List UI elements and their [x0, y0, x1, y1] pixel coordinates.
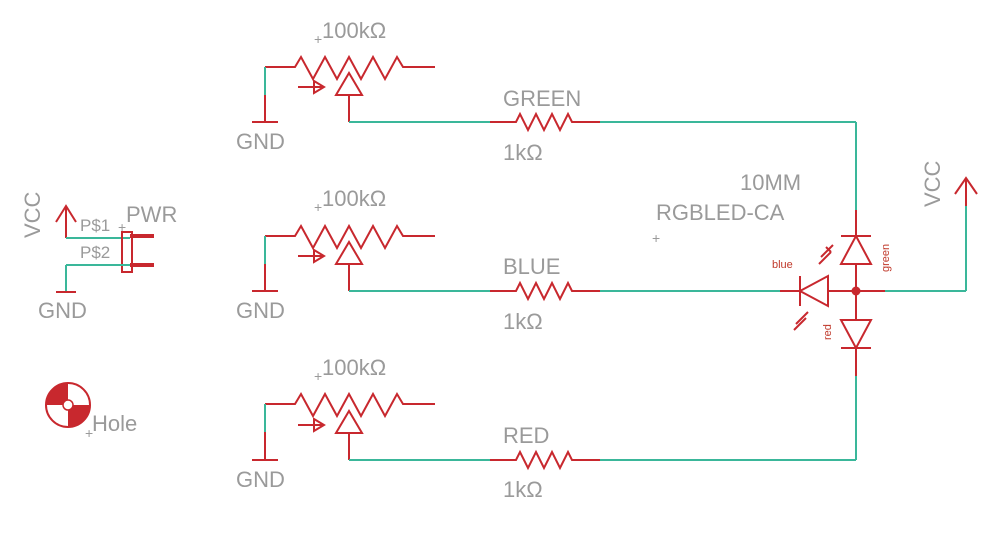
pot-red-arrow: [298, 417, 326, 433]
gnd-blue-label: GND: [236, 298, 285, 323]
pin2-label: P$2: [80, 243, 110, 262]
connector-name: PWR: [126, 202, 177, 227]
hole-label: Hole: [92, 411, 137, 436]
pot-red-value: 100kΩ: [322, 355, 386, 380]
led-red-triangle: [839, 319, 873, 351]
led-green-label: green: [880, 244, 892, 272]
pot-blue-body: [265, 223, 435, 251]
led-size-label: 10MM: [740, 170, 801, 195]
led-origin-plus: +: [652, 230, 660, 246]
vcc-right-symbol: [954, 176, 978, 206]
pin1-plus: +: [118, 219, 126, 235]
led-blue-emission-icon: [793, 311, 809, 331]
pot-blue-wiper: [334, 240, 364, 265]
hole-plus: +: [85, 425, 93, 441]
mounting-hole: + Hole: [45, 382, 137, 441]
pin1-label: P$1: [80, 216, 110, 235]
pot-green-plus: +: [314, 31, 322, 47]
led-red-label: red: [822, 324, 834, 340]
net-blue-label: BLUE: [503, 254, 560, 279]
resistor-red-value: 1kΩ: [503, 477, 543, 502]
pot-green-body: [265, 54, 435, 82]
pot-red-wiper: [334, 409, 364, 434]
hole-quadrant-tl: [46, 383, 68, 405]
net-green-label: GREEN: [503, 86, 581, 111]
led-blue-triangle: [797, 274, 829, 308]
rgb-led: 10MM RGBLED-CA + green blue red: [652, 170, 967, 376]
gnd-left-label: GND: [38, 298, 87, 323]
pot-green-value: 100kΩ: [322, 18, 386, 43]
gnd-red-label: GND: [236, 467, 285, 492]
led-part-label: RGBLED-CA: [656, 200, 785, 225]
power-connector-block: VCC P$1 + PWR P$2 GND: [20, 191, 177, 323]
led-green-emission-icon: [818, 244, 834, 265]
connector-body: [121, 231, 133, 273]
vcc-left-label: VCC: [20, 191, 45, 238]
channel-red: 100kΩ + GND RED 1kΩ: [236, 355, 857, 502]
pot-blue-plus: +: [314, 199, 322, 215]
pot-red-plus: +: [314, 368, 322, 384]
channel-blue: 100kΩ + GND BLUE 1kΩ: [236, 186, 780, 334]
vcc-right: VCC: [920, 160, 978, 207]
resistor-red: [490, 449, 600, 471]
channel-green: 100kΩ + GND GREEN 1kΩ: [236, 18, 857, 210]
hole-center: [62, 399, 74, 411]
resistor-green: [490, 111, 600, 133]
led-blue-label: blue: [772, 259, 793, 271]
pot-blue-arrow: [298, 248, 326, 264]
hole-quadrant-br: [68, 405, 90, 427]
vcc-left-symbol: [55, 204, 77, 238]
pot-green-arrow: [298, 79, 326, 95]
gnd-green-label: GND: [236, 129, 285, 154]
pot-red-body: [265, 391, 435, 419]
pot-green-wiper: [334, 71, 364, 96]
resistor-blue: [490, 280, 600, 302]
vcc-right-label: VCC: [920, 160, 945, 207]
resistor-blue-value: 1kΩ: [503, 309, 543, 334]
resistor-green-value: 1kΩ: [503, 140, 543, 165]
pot-blue-value: 100kΩ: [322, 186, 386, 211]
net-red-label: RED: [503, 423, 549, 448]
led-green-triangle: [839, 233, 873, 265]
